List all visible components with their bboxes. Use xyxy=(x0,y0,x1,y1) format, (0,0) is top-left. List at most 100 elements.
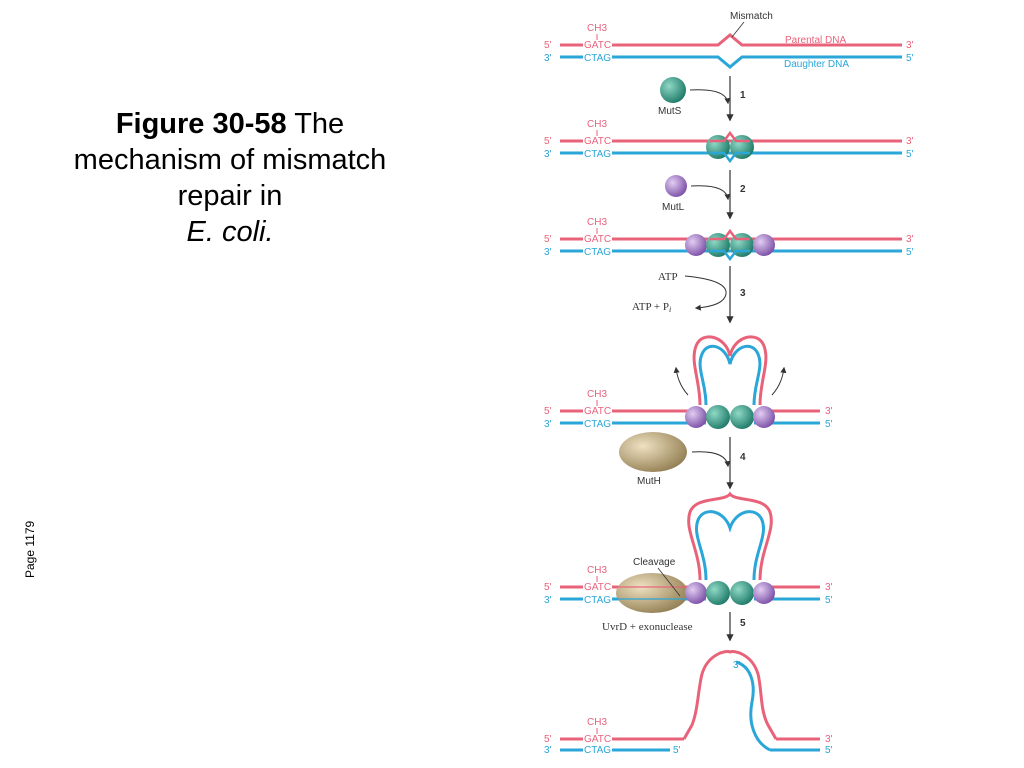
end-5-top: 5' xyxy=(544,40,552,51)
stage-2-dna: CH3 5' 3' GATC CTAG 3' 5' xyxy=(544,119,914,164)
parental-strand xyxy=(612,33,902,47)
step-4: MutH 4 xyxy=(619,432,746,490)
step-number: 5 xyxy=(740,618,746,629)
muts-label: MutS xyxy=(658,106,682,117)
end-3-gap: 3' xyxy=(733,660,741,671)
mutl-protein xyxy=(753,234,775,256)
seq-ctag: CTAG xyxy=(584,149,611,160)
methyl-label: CH3 xyxy=(587,217,607,228)
seq-gatc: GATC xyxy=(584,734,611,745)
uvrd-label: UvrD + exonuclease xyxy=(602,621,693,633)
mismatch-bulge xyxy=(710,130,750,143)
muth-label: MutH xyxy=(637,476,661,487)
end-3-top: 3' xyxy=(906,234,914,245)
caption-title: The mechanism of mismatch repair in xyxy=(73,108,387,212)
step-number: 4 xyxy=(740,452,746,463)
end-3-top: 3' xyxy=(825,406,833,417)
step-arrow-curve xyxy=(684,275,727,311)
parental-dna-label: Parental DNA xyxy=(785,35,846,46)
step-2: MutL 2 xyxy=(662,170,746,220)
stage-4-dna: CH3 5' 3' GATC CTAG 3' 5' xyxy=(544,335,833,430)
translocation-arrow xyxy=(771,366,787,396)
mutl-protein xyxy=(665,175,687,197)
methyl-label: CH3 xyxy=(587,389,607,400)
step-number: 3 xyxy=(740,288,746,299)
mutl-protein xyxy=(753,406,775,428)
end-3-bottom: 3' xyxy=(544,149,552,160)
stage-3-dna: CH3 5' 3' GATC CTAG 3' 5' xyxy=(544,217,914,262)
daughter-dna-label: Daughter DNA xyxy=(784,59,849,70)
parental-loop xyxy=(682,650,778,740)
end-5-gap: 5' xyxy=(673,745,681,756)
end-5-top: 5' xyxy=(544,734,552,745)
end-5-bottom: 5' xyxy=(825,419,833,430)
end-5-bottom: 5' xyxy=(906,247,914,258)
seq-gatc: GATC xyxy=(584,406,611,417)
daughter-strand xyxy=(612,55,902,69)
figure-caption: Figure 30-58 The mechanism of mismatch r… xyxy=(70,106,390,250)
muth-protein xyxy=(619,432,687,472)
step-5: UvrD + exonuclease 5 xyxy=(602,612,746,642)
end-5-bottom: 5' xyxy=(825,595,833,606)
seq-gatc: GATC xyxy=(584,136,611,147)
cleavage-label: Cleavage xyxy=(633,557,676,568)
figure-number: Figure 30-58 xyxy=(115,108,287,140)
muts-protein xyxy=(660,77,686,103)
step-number: 2 xyxy=(740,184,746,195)
cleavage-pointer xyxy=(657,567,681,597)
mutl-label: MutL xyxy=(662,202,685,213)
daughter-loop xyxy=(698,344,762,406)
step-arrow-curve xyxy=(691,451,731,468)
end-5-top: 5' xyxy=(544,406,552,417)
seq-ctag: CTAG xyxy=(584,419,611,430)
end-5-bottom: 5' xyxy=(906,149,914,160)
seq-gatc: GATC xyxy=(584,40,611,51)
step-number: 1 xyxy=(740,90,746,101)
step-1: MutS 1 xyxy=(658,76,746,122)
step-arrow-curve xyxy=(690,185,731,201)
methyl-label: CH3 xyxy=(587,119,607,130)
methyl-label: CH3 xyxy=(587,717,607,728)
seq-ctag: CTAG xyxy=(584,745,611,756)
methyl-label: CH3 xyxy=(587,565,607,576)
end-3-bottom: 3' xyxy=(544,247,552,258)
seq-ctag: CTAG xyxy=(584,247,611,258)
end-5-top: 5' xyxy=(544,582,552,593)
muts-protein xyxy=(706,581,730,605)
step-arrow-curve xyxy=(689,89,731,105)
end-3-bottom: 3' xyxy=(544,53,552,64)
end-3-top: 3' xyxy=(906,40,914,51)
page-number-label: Page 1179 xyxy=(23,520,37,578)
mutl-protein xyxy=(685,406,707,428)
end-3-bottom: 3' xyxy=(544,595,552,606)
muts-protein xyxy=(706,405,730,429)
mismatch-bulge xyxy=(710,249,750,262)
end-3-top: 3' xyxy=(825,582,833,593)
stage-6-dna: 3' CH3 5' 3' GATC CTAG 5' 3' 5' xyxy=(544,650,833,756)
mismatch-repair-diagram: CH3 5' 3' GATC CTAG 3' 5' Mismatch Paren… xyxy=(544,11,914,756)
mutl-protein xyxy=(753,582,775,604)
methyl-label: CH3 xyxy=(587,23,607,34)
mismatch-bulge xyxy=(710,228,750,241)
muts-protein xyxy=(730,405,754,429)
seq-ctag: CTAG xyxy=(584,595,611,606)
caption-organism: E. coli. xyxy=(186,216,274,248)
stage-1-dna: CH3 5' 3' GATC CTAG 3' 5' Mismatch Paren… xyxy=(544,11,914,70)
daughter-loop xyxy=(695,510,765,581)
end-5-top: 5' xyxy=(544,234,552,245)
atp-label: ATP xyxy=(658,271,678,283)
end-5-top: 5' xyxy=(544,136,552,147)
parental-loop xyxy=(692,335,768,406)
end-3-top: 3' xyxy=(906,136,914,147)
parental-loop xyxy=(687,491,773,581)
mismatch-pointer xyxy=(731,21,745,38)
end-3-bottom: 3' xyxy=(544,745,552,756)
seq-gatc: GATC xyxy=(584,234,611,245)
end-5-bottom: 5' xyxy=(906,53,914,64)
end-3-top: 3' xyxy=(825,734,833,745)
step-3: ATP ATP + Pi 3 xyxy=(632,266,746,324)
mismatch-label: Mismatch xyxy=(730,11,773,22)
muts-protein xyxy=(730,581,754,605)
mismatch-bulge xyxy=(710,151,750,164)
mutl-protein xyxy=(685,234,707,256)
